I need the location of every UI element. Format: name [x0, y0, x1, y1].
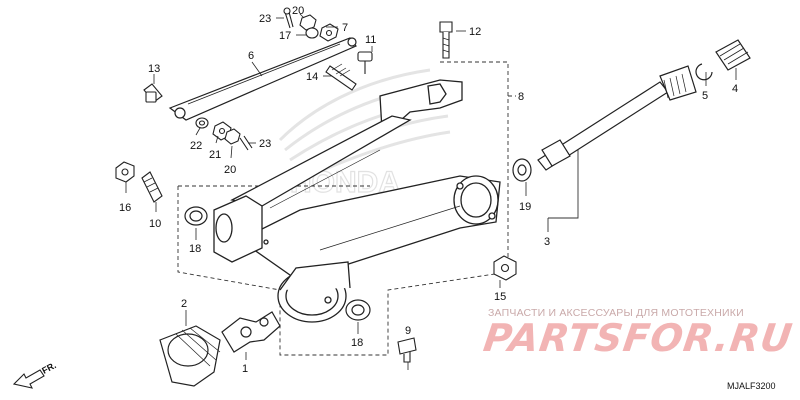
callout-16: 16 — [119, 202, 131, 214]
callout-8: 8 — [518, 91, 524, 103]
callout-4: 4 — [732, 83, 738, 95]
callout-15: 15 — [494, 291, 506, 303]
rubber-boot-2 — [159, 325, 221, 387]
group-outline-8 — [177, 61, 516, 356]
callout-5: 5 — [702, 90, 708, 102]
front-label: FR. — [40, 360, 57, 376]
callout-17: 17 — [279, 30, 291, 42]
callout-labels: 23 20 7 17 6 13 11 14 12 8 22 21 20 23 1… — [119, 5, 738, 375]
callout-3: 3 — [544, 236, 550, 248]
bolt-9 — [397, 337, 417, 363]
bearing-18-lower — [345, 299, 371, 321]
callout-19: 19 — [519, 201, 531, 213]
callout-14: 14 — [306, 71, 318, 83]
callout-18-upper: 18 — [189, 243, 201, 255]
torque-link — [168, 37, 357, 121]
callout-23-upper: 23 — [259, 13, 271, 25]
watermark-subtitle: ЗАПЧАСТИ И АКСЕССУАРЫ ДЛЯ МОТОТЕХНИКИ — [488, 307, 744, 319]
torque-link-fasteners — [143, 7, 339, 151]
watermark-logo: PARTSFOR.RU — [480, 316, 796, 360]
callout-20-upper: 20 — [292, 5, 304, 17]
callout-13: 13 — [148, 63, 160, 75]
bearing-18-upper — [184, 206, 208, 226]
upper-bolts — [325, 21, 453, 91]
callout-21: 21 — [209, 149, 221, 161]
front-direction-arrow: FR. — [12, 360, 58, 389]
callout-22: 22 — [190, 140, 202, 152]
swingarm-body — [213, 79, 501, 323]
callout-10: 10 — [149, 218, 161, 230]
arrow-icon — [12, 369, 45, 389]
callout-7: 7 — [342, 22, 348, 34]
callout-9: 9 — [405, 325, 411, 337]
nut-15 — [493, 255, 517, 281]
pivot-bolt-10 — [115, 161, 163, 203]
callout-12: 12 — [469, 26, 481, 38]
drive-shaft — [512, 39, 751, 182]
callout-23-lower: 23 — [259, 138, 271, 150]
callout-6: 6 — [248, 50, 254, 62]
diagram-code: MJALF3200 — [727, 381, 776, 391]
callout-1: 1 — [242, 363, 248, 375]
callout-18-lower: 18 — [351, 337, 363, 349]
callout-11: 11 — [365, 34, 376, 46]
universal-joint-1 — [221, 311, 281, 353]
leader-lines — [125, 13, 737, 370]
callout-2: 2 — [181, 298, 187, 310]
callout-20-lower: 20 — [224, 164, 236, 176]
